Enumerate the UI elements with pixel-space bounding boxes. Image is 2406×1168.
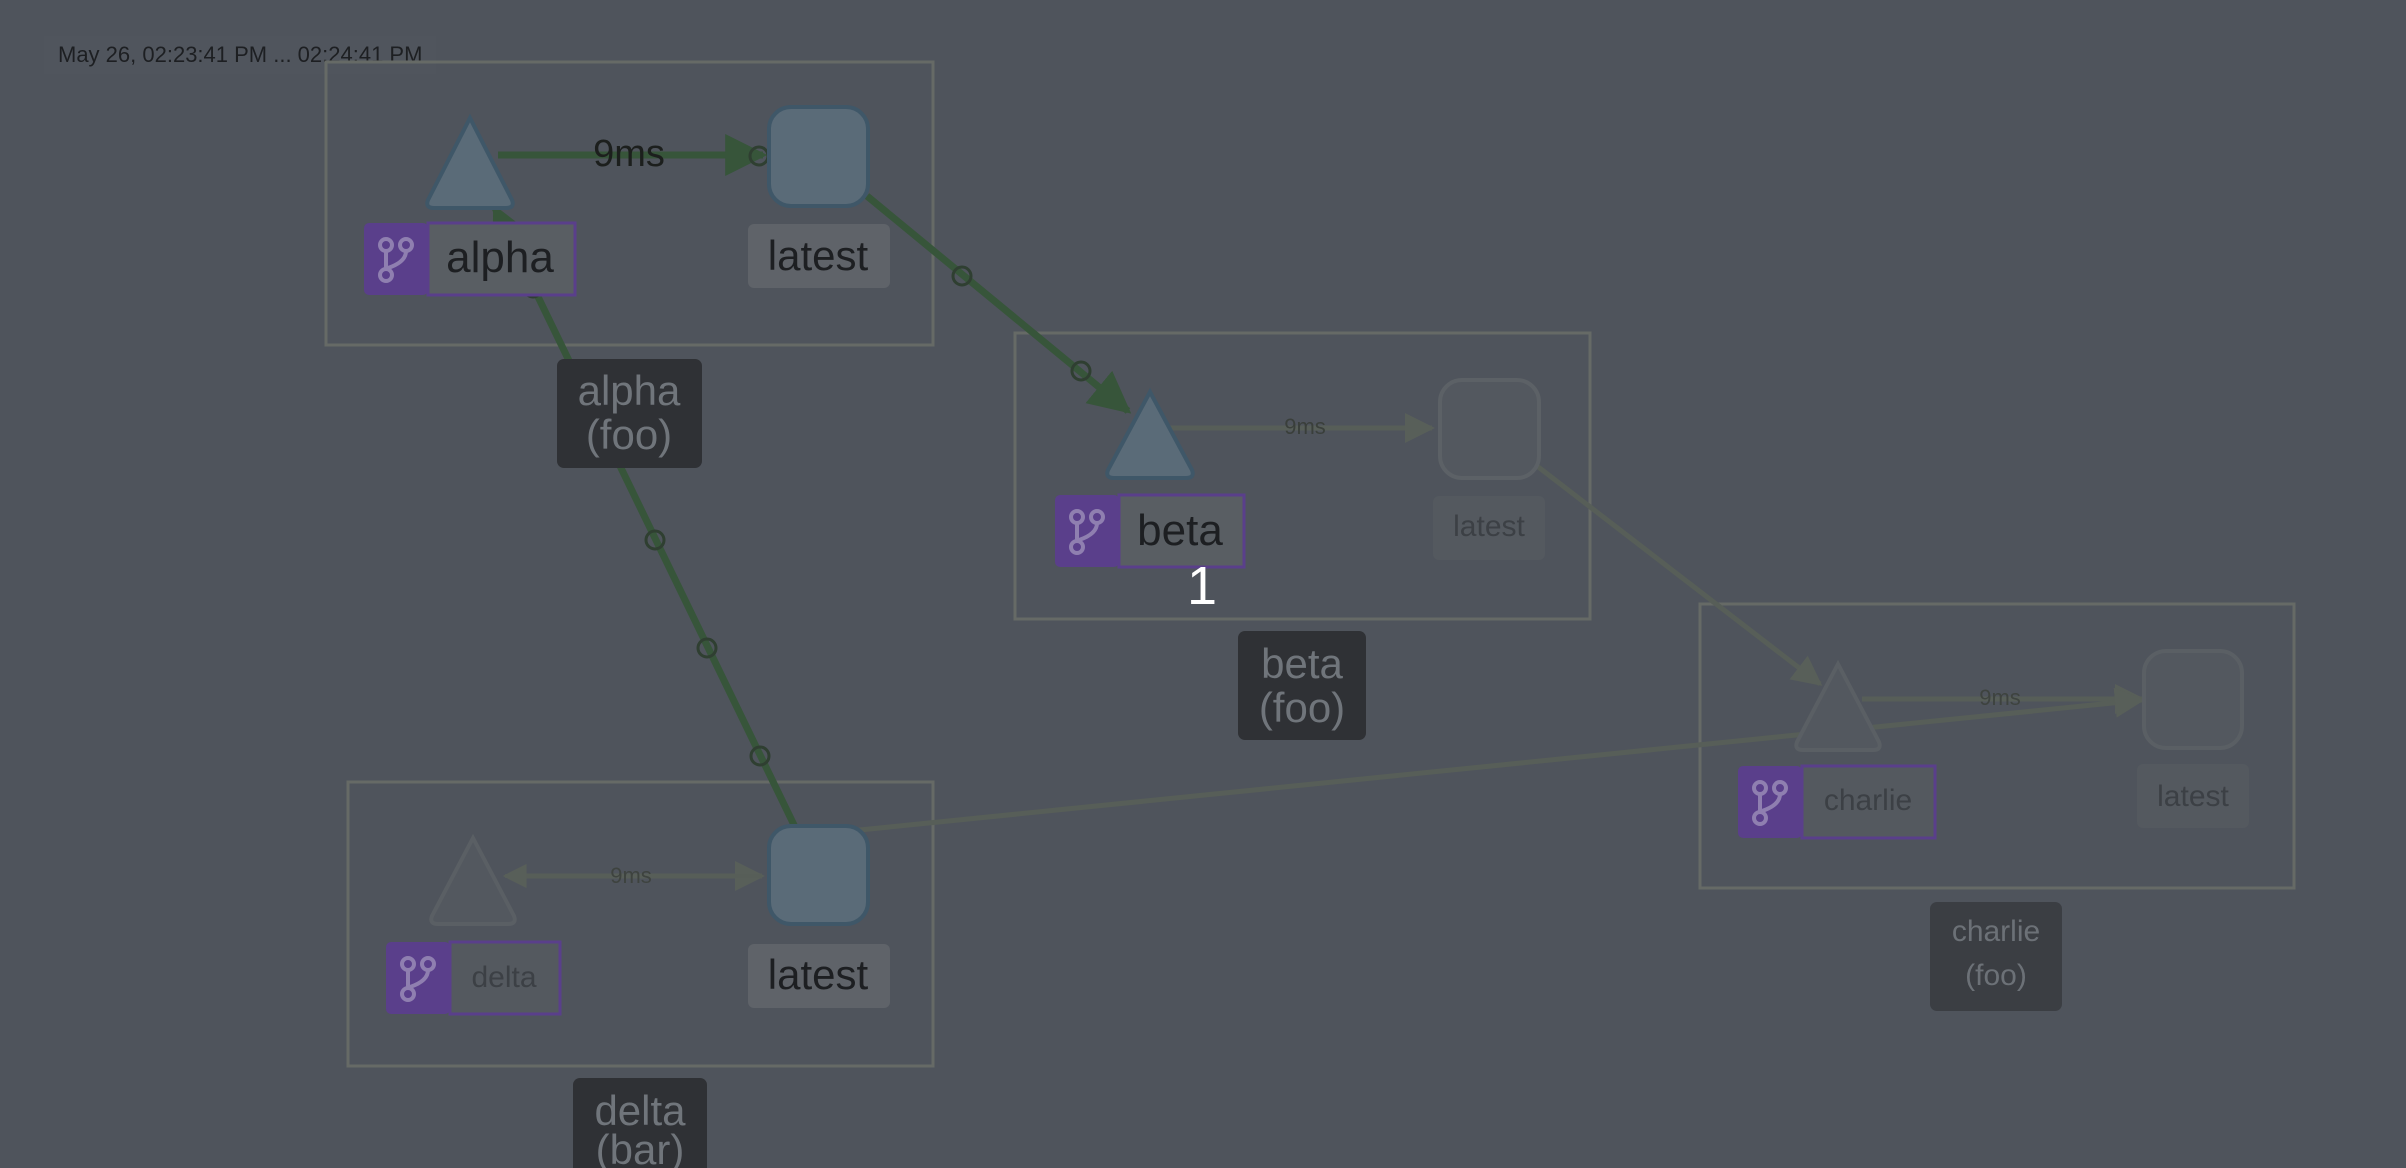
workload-node-alpha[interactable]: alpha — [364, 113, 577, 297]
workload-badge-icon — [1055, 495, 1119, 567]
app-box-delta[interactable] — [346, 780, 935, 1068]
workload-label: alpha — [446, 233, 554, 282]
app-label-line1: beta — [1261, 640, 1343, 687]
app-box-beta[interactable] — [1013, 331, 1592, 621]
edge-label-alpha: 9ms — [593, 133, 665, 175]
triangle-node-icon — [1794, 659, 1882, 752]
app-label-line2: (foo) — [1965, 959, 2027, 992]
square-node-icon — [767, 824, 870, 926]
workload-badge-icon — [386, 942, 450, 1014]
app-box-alpha[interactable] — [324, 60, 935, 347]
app-label-beta[interactable]: beta (foo) — [1238, 631, 1366, 740]
app-label-charlie[interactable]: charlie (foo) — [1930, 902, 2062, 1011]
workload-badge-icon — [1738, 766, 1802, 838]
branch-icon — [1752, 780, 1788, 826]
version-node-alpha[interactable]: latest — [748, 105, 890, 288]
triangle-node-icon — [429, 833, 517, 926]
version-tag-box — [748, 944, 890, 1008]
app-label-alpha[interactable]: alpha (foo) — [557, 359, 702, 468]
workload-label: delta — [471, 961, 536, 994]
edge-delta-to-alpha[interactable] — [491, 204, 799, 829]
app-label-line2: (foo) — [1259, 684, 1345, 731]
edge-dot — [749, 745, 771, 767]
workload-label-box — [448, 940, 562, 1016]
workload-badge-icon — [364, 223, 428, 295]
square-node-icon — [2142, 649, 2244, 750]
edge-label-charlie: 9ms — [1979, 685, 2021, 710]
edge-delta-to-charlie[interactable] — [839, 687, 2145, 835]
edge-beta-to-charlie[interactable] — [1535, 464, 1823, 686]
square-node-icon — [1438, 378, 1541, 480]
workload-label: beta — [1137, 506, 1223, 555]
edge-dot — [644, 529, 666, 551]
time-range-label: May 26, 02:23:41 PM ... 02:24:41 PM — [44, 36, 437, 74]
edge-alpha-to-beta[interactable] — [864, 193, 1132, 414]
branch-icon — [1069, 509, 1105, 555]
version-label: latest — [768, 951, 869, 998]
version-tag-box — [748, 224, 890, 288]
version-label: latest — [1453, 510, 1525, 543]
edge-label-beta: 9ms — [1284, 414, 1326, 439]
app-label-line2: (foo) — [586, 411, 672, 458]
workload-node-beta[interactable]: beta — [1055, 387, 1246, 569]
edges-faded — [502, 413, 2145, 891]
branch-icon — [378, 237, 414, 283]
traffic-count-label: 1 — [1187, 556, 1217, 616]
app-label-line2: (bar) — [596, 1126, 685, 1168]
version-node-delta[interactable]: latest — [748, 824, 890, 1008]
edge-dot — [1070, 360, 1092, 382]
version-tag-box — [2137, 764, 2249, 828]
workload-node-delta[interactable]: delta — [386, 833, 562, 1016]
workload-node-charlie[interactable]: charlie — [1738, 659, 1937, 840]
workload-label-box — [426, 221, 577, 297]
branch-icon — [400, 956, 436, 1002]
workload-label: charlie — [1824, 784, 1912, 817]
edge-label-delta: 9ms — [610, 863, 652, 888]
edge-dot — [696, 637, 718, 659]
version-node-charlie[interactable]: latest — [2137, 649, 2249, 828]
version-node-beta[interactable]: latest — [1433, 378, 1545, 560]
edge-dot — [951, 265, 973, 287]
app-label-line1: alpha — [578, 367, 681, 414]
version-label: latest — [2157, 780, 2229, 813]
workload-label-box — [1117, 493, 1246, 569]
version-label: latest — [768, 232, 869, 279]
version-tag-box — [1433, 496, 1545, 560]
workload-label-box — [1800, 764, 1937, 840]
app-label-line1: delta — [594, 1087, 686, 1134]
app-label-line1: charlie — [1952, 915, 2040, 948]
app-label-delta[interactable]: delta (bar) — [573, 1078, 707, 1168]
triangle-node-icon — [1105, 387, 1195, 480]
square-node-icon — [767, 105, 870, 208]
triangle-node-icon — [425, 113, 515, 210]
